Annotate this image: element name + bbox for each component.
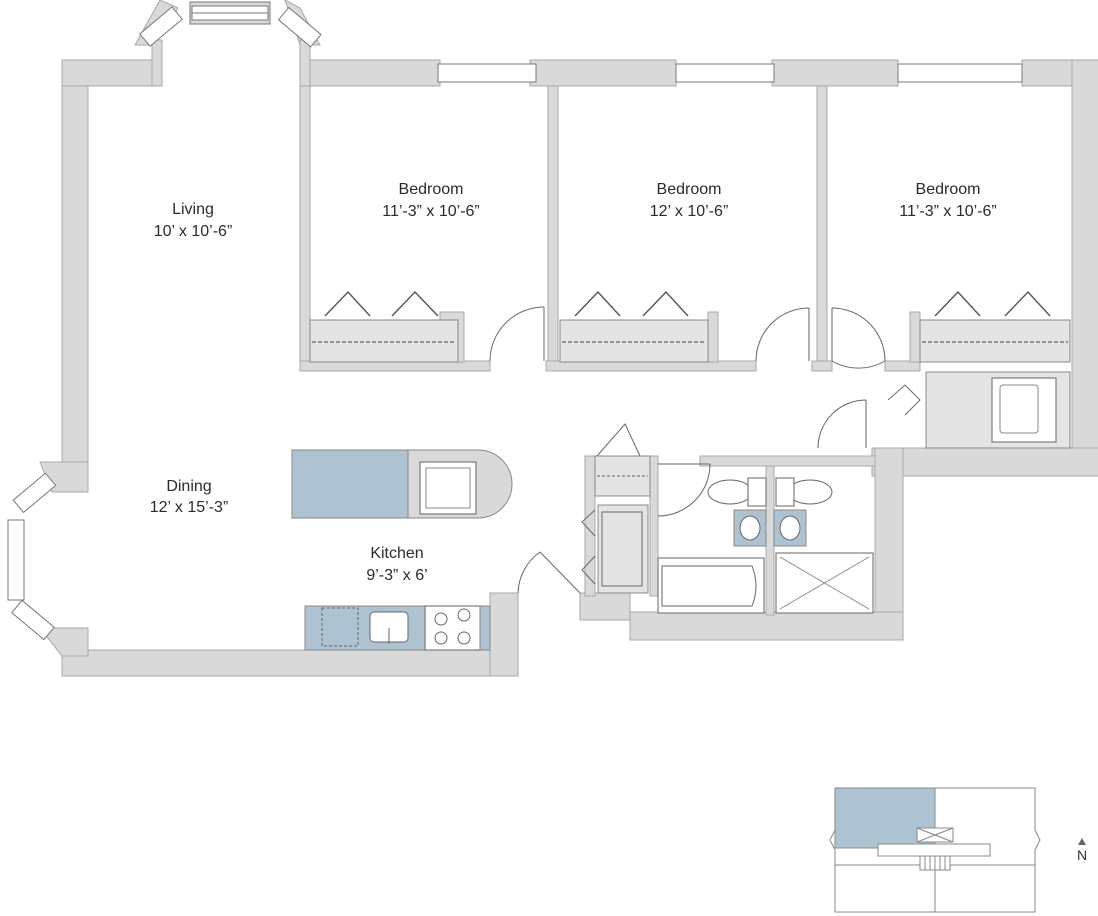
room-name-bedroom-1: Bedroom [399, 181, 464, 198]
room-dims-living: 10’ x 10’-6” [154, 223, 233, 240]
walls [38, 0, 1098, 677]
windows [7, 1, 1023, 641]
north-label: N [1077, 847, 1087, 863]
room-dims-bedroom-1: 11’-3” x 10’-6” [382, 203, 480, 220]
room-dims-bedroom-3: 11’-3” x 10’-6” [899, 203, 997, 220]
closets [309, 290, 1071, 363]
room-name-living: Living [172, 201, 214, 218]
north-arrow: N [1077, 838, 1087, 863]
room-name-bedroom-2: Bedroom [657, 181, 722, 198]
doors [489, 306, 921, 594]
key-plan [829, 787, 1041, 913]
bathroom-fixtures [594, 371, 1071, 614]
room-dims-kitchen: 9’-3” x 6’ [366, 567, 427, 584]
kitchen-fixtures [291, 449, 513, 651]
north-arrow-icon [1078, 838, 1086, 845]
room-name-dining: Dining [166, 478, 211, 495]
room-labels: Living 10’ x 10’-6” Bedroom 11’-3” x 10’… [150, 181, 997, 584]
room-dims-dining: 12’ x 15’-3” [150, 499, 229, 516]
room-name-bedroom-3: Bedroom [916, 181, 981, 198]
room-dims-bedroom-2: 12’ x 10’-6” [650, 203, 729, 220]
room-name-kitchen: Kitchen [370, 545, 423, 562]
